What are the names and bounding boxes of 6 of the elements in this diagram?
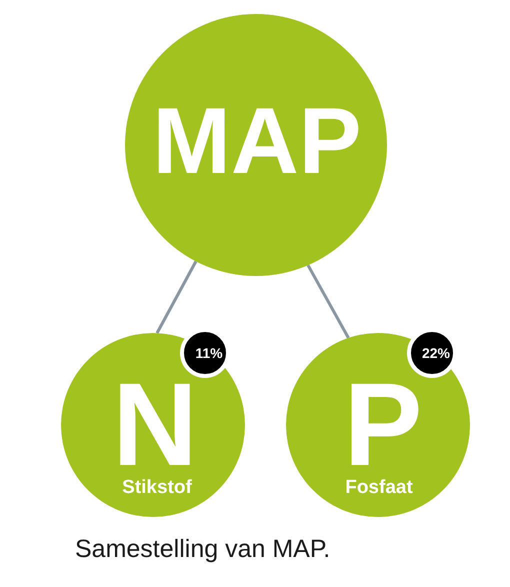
percentage-value: 11% [195, 346, 223, 360]
node-title: MAP [152, 94, 362, 188]
caption: Samestelling van MAP. [75, 534, 330, 564]
percentage-value: 22% [422, 346, 450, 360]
connector-line [156, 260, 198, 334]
connector-line [306, 264, 350, 339]
